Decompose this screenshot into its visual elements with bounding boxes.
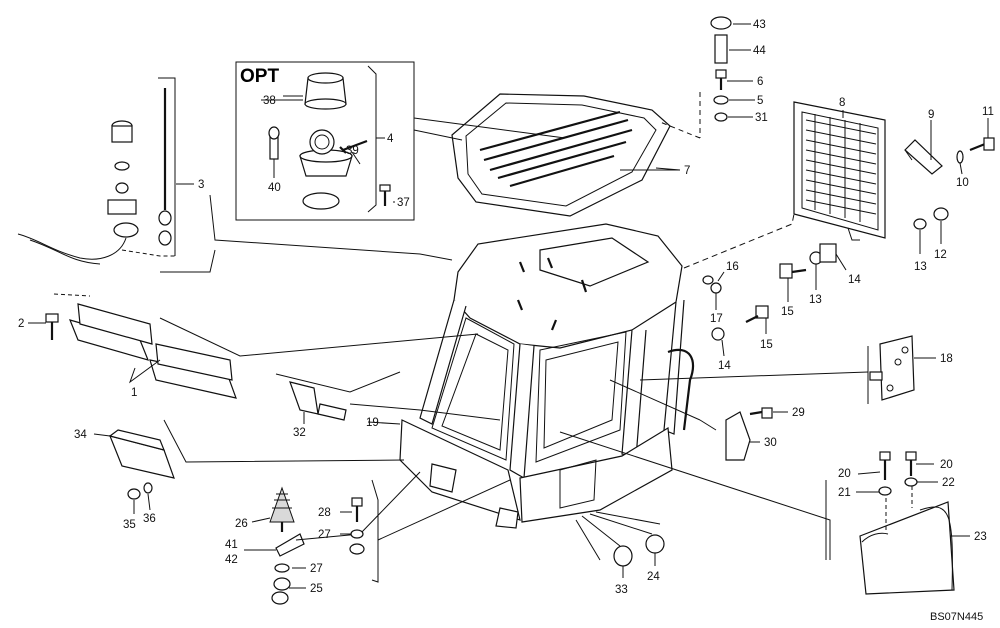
work-lamp-part	[108, 419, 405, 500]
label-2: 2	[18, 318, 24, 330]
bolts-20-part	[878, 451, 918, 496]
label-26: 26	[235, 518, 248, 530]
label-15-a: 15	[781, 306, 794, 318]
antenna-part	[17, 77, 453, 273]
label-27-a: 27	[318, 529, 331, 541]
nut-12-part	[933, 207, 949, 221]
label-36: 36	[143, 513, 156, 525]
hinge-part	[869, 335, 915, 401]
label-14-b: 14	[718, 360, 731, 372]
label-37: 37	[397, 197, 410, 209]
label-10: 10	[956, 177, 969, 189]
label-16: 16	[726, 261, 739, 273]
bolt-part	[379, 184, 391, 206]
label-17: 17	[710, 313, 723, 325]
option-box-title: OPT	[240, 66, 279, 87]
label-39: 39	[346, 145, 359, 157]
plug-33-part	[613, 545, 633, 567]
roof-hardware-stack	[659, 16, 732, 139]
label-11: 11	[982, 106, 994, 118]
bolt-2-part	[45, 313, 59, 340]
clamp-part	[725, 407, 773, 461]
label-32: 32	[293, 427, 306, 439]
label-43: 43	[753, 19, 766, 31]
label-3: 3	[198, 179, 204, 191]
label-13-a: 13	[914, 261, 927, 273]
option-box: OPT	[235, 61, 415, 221]
bulb-part	[268, 126, 280, 170]
label-40: 40	[268, 182, 281, 194]
label-23: 23	[974, 531, 987, 543]
beacon-lens-part	[304, 72, 347, 110]
label-34: 34	[74, 429, 87, 441]
rear-grille-part	[793, 101, 886, 241]
label-30: 30	[764, 437, 777, 449]
washer-13-part	[913, 218, 927, 230]
label-29: 29	[792, 407, 805, 419]
label-6: 6	[757, 76, 763, 88]
label-27-b: 27	[310, 563, 323, 575]
label-24: 24	[647, 571, 660, 583]
beacon-base-part	[299, 129, 353, 210]
label-7: 7	[684, 165, 690, 177]
screw-part	[339, 139, 368, 154]
label-14-a: 14	[848, 274, 861, 286]
label-15-b: 15	[760, 339, 773, 351]
cab-frame-part	[399, 223, 695, 529]
label-20-b: 20	[940, 459, 953, 471]
label-8: 8	[839, 97, 845, 109]
label-13-b: 13	[809, 294, 822, 306]
label-12: 12	[934, 249, 947, 261]
label-1: 1	[131, 387, 137, 399]
drawing-code: BS07N445	[930, 611, 983, 623]
mid-hardware-part	[702, 243, 837, 341]
rubber-buffer-part	[269, 471, 421, 605]
label-41: 41	[225, 539, 238, 551]
mount-bracket-part	[275, 371, 501, 421]
label-44: 44	[753, 45, 766, 57]
label-22: 22	[942, 477, 955, 489]
label-5: 5	[757, 95, 763, 107]
label-19: 19	[366, 417, 379, 429]
label-28: 28	[318, 507, 331, 519]
label-42: 42	[225, 554, 238, 566]
label-38: 38	[263, 95, 276, 107]
label-25: 25	[310, 583, 323, 595]
handle-part	[904, 137, 995, 175]
label-21: 21	[838, 487, 851, 499]
sun-visor-part	[53, 293, 479, 399]
part-number-labels: 43 44 6 5 31 38 4 39 40 37 7 8 9 11 10 1…	[18, 19, 994, 596]
label-33: 33	[615, 584, 628, 596]
bolt-28-part	[349, 497, 365, 555]
label-35: 35	[123, 519, 136, 531]
storage-box-part	[859, 501, 955, 595]
label-9: 9	[928, 109, 934, 121]
label-4: 4	[387, 133, 394, 145]
label-20-a: 20	[838, 468, 851, 480]
label-18: 18	[940, 353, 953, 365]
plug-24-part	[645, 534, 665, 554]
roof-panel-part	[413, 93, 680, 217]
label-31: 31	[755, 112, 768, 124]
